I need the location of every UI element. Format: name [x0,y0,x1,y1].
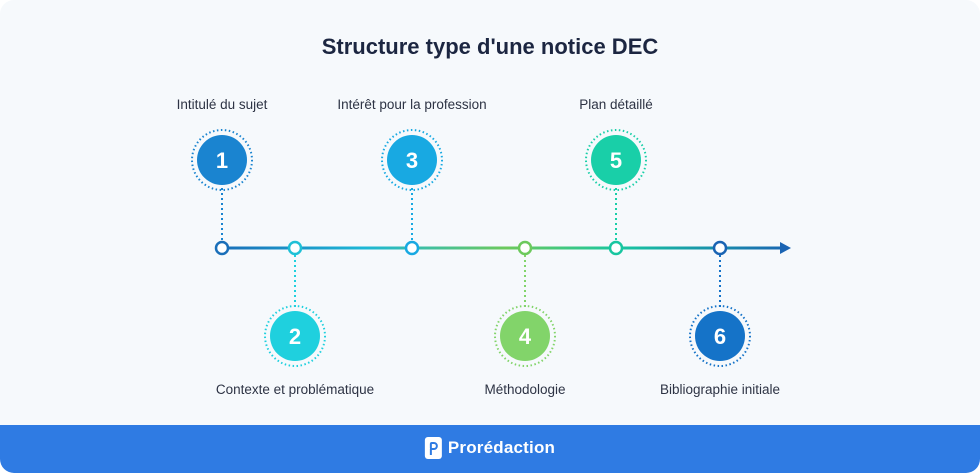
step-1-number: 1 [216,148,228,173]
node-1 [214,240,230,256]
node-3 [404,240,420,256]
node-5 [608,240,624,256]
step-3-number: 3 [406,148,418,173]
step-3-badge: 3 [381,129,443,191]
node-6 [712,240,728,256]
step-6-number: 6 [714,324,726,349]
step-2-label: Contexte et problématique [215,382,375,397]
timeline-diagram: 1 3 5 2 4 6 [191,129,791,367]
brand-name: Prorédaction [447,438,556,457]
step-4-number: 4 [519,324,532,349]
step-1-badge: 1 [191,129,253,191]
step-4-badge: 4 [494,305,556,367]
step-5-number: 5 [610,148,622,173]
timeline-arrow-head [780,242,791,254]
step-5-label: Plan détaillé [579,97,653,112]
step-6-label: Bibliographie initiale [659,382,781,397]
node-2 [287,240,303,256]
step-2-number: 2 [289,324,301,349]
page-title: Structure type d'une notice DEC [321,34,659,59]
node-4 [517,240,533,256]
step-3-label: Intérêt pour la profession [337,97,487,112]
footer-bar: Prorédaction [0,425,980,473]
step-5-badge: 5 [585,129,647,191]
step-6-badge: 6 [689,305,751,367]
step-4-label: Méthodologie [484,382,566,397]
brand-icon [424,437,442,459]
step-2-badge: 2 [264,305,326,367]
step-1-label: Intitulé du sujet [176,97,268,112]
brand-logo: Prorédaction [424,437,556,459]
